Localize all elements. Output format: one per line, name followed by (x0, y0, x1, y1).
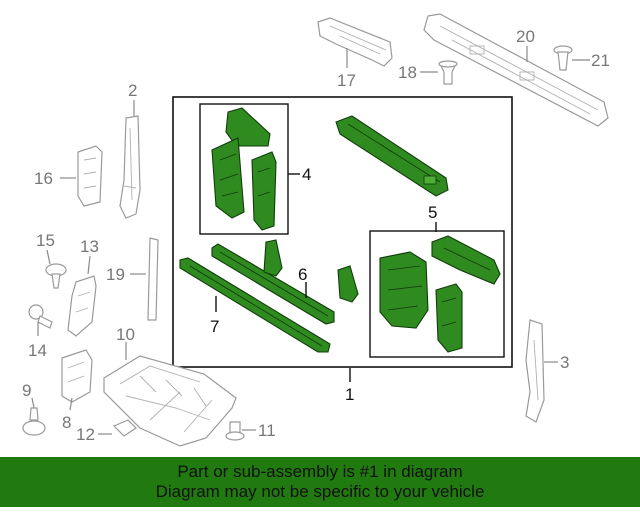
banner-line-2: Diagram may not be specific to your vehi… (155, 482, 485, 501)
callout-12: 12 (76, 425, 95, 444)
callout-7: 7 (210, 317, 219, 336)
part-19-strip (147, 237, 159, 321)
callout-2: 2 (128, 81, 137, 100)
part-16-panel (77, 145, 103, 207)
part-18-clip (438, 60, 458, 85)
subassembly-5-parts (379, 235, 501, 353)
part-7-lower-rail (179, 257, 331, 353)
subassembly-5-frame (369, 230, 505, 358)
callout-13: 13 (80, 237, 99, 256)
info-banner: Part or sub-assembly is #1 in diagram Di… (0, 457, 640, 507)
part-6-rail (211, 239, 359, 325)
callout-3: 3 (560, 353, 569, 372)
callout-9: 9 (22, 381, 31, 400)
callout-4: 4 (302, 165, 311, 184)
callout-19: 19 (106, 265, 125, 284)
callout-10: 10 (116, 325, 135, 344)
part-2-upright (119, 115, 141, 219)
part-9-clip (22, 407, 46, 436)
assembly-1-frame (172, 96, 513, 368)
callout-15: 15 (36, 231, 55, 250)
part-10-splash-shield (103, 355, 237, 447)
part-21-clip (553, 45, 573, 71)
part-12-clip-nut (112, 419, 137, 437)
callout-18: 18 (398, 63, 417, 82)
callout-8: 8 (62, 413, 71, 432)
callout-11: 11 (258, 421, 276, 440)
callout-21: 21 (591, 51, 610, 70)
subassembly-4-parts (211, 107, 277, 231)
callout-17: 17 (337, 71, 356, 90)
callout-16: 16 (34, 169, 53, 188)
part-14-bolt (28, 304, 53, 329)
callout-6: 6 (298, 265, 307, 284)
parts-diagram: 17 20 18 21 2 16 15 (22, 13, 610, 447)
part-1-top-crossmember (335, 115, 449, 197)
part-11-bolt (225, 421, 245, 441)
part-8-plate (61, 349, 93, 403)
callout-20: 20 (516, 27, 535, 46)
subassembly-4-frame (199, 103, 289, 235)
part-13-bracket (67, 275, 97, 337)
callout-1: 1 (345, 385, 354, 404)
part-20-brace (423, 13, 609, 127)
part-3-bracket (525, 319, 545, 423)
part-15-clip (45, 263, 67, 289)
callout-14: 14 (28, 341, 47, 360)
callout-5: 5 (428, 203, 437, 222)
part-17-bracket (317, 17, 393, 67)
banner-line-1: Part or sub-assembly is #1 in diagram (177, 462, 463, 481)
